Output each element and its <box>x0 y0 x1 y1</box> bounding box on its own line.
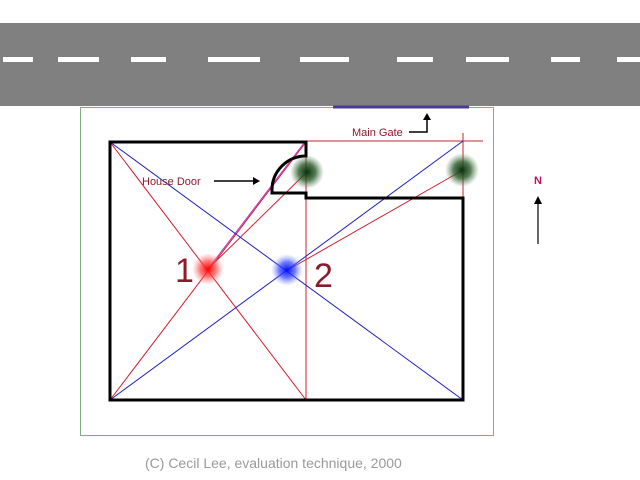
lot-boundary <box>80 107 494 436</box>
road-center-dashes <box>3 57 640 62</box>
north-arrow-icon <box>534 196 542 244</box>
magenta-guide-lines <box>207 142 305 270</box>
house-door-label: House Door <box>142 176 201 188</box>
point-2-marker <box>271 254 303 286</box>
point-1-label: 1 <box>175 252 194 290</box>
copyright-caption: (C) Cecil Lee, evaluation technique, 200… <box>145 455 402 471</box>
north-label: N <box>534 175 542 187</box>
road <box>0 23 640 106</box>
door-green-marker <box>290 155 324 189</box>
point-1-marker <box>192 253 224 285</box>
main-gate-arrow <box>409 113 431 133</box>
gate-green-marker <box>445 153 479 187</box>
house-door-arrow <box>214 177 260 185</box>
main-gate-label: Main Gate <box>352 127 403 139</box>
point-2-label: 2 <box>314 257 333 295</box>
